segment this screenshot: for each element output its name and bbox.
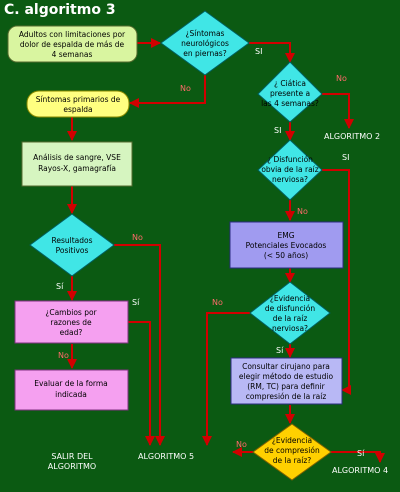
label-si-evidencia: Sí <box>276 346 284 355</box>
endpoint-algoritmo-4: ALGORITMO 4 <box>332 466 388 475</box>
node-compresion-line2: de compresión <box>264 446 320 455</box>
node-consultar-line3: (RM, TC) para definir <box>247 382 325 391</box>
node-evaluar: Evaluar de la forma indicada <box>14 369 129 411</box>
node-emg-line1: EMG <box>277 231 294 240</box>
edge-compresion-alg4 <box>331 451 385 463</box>
label-si-sintomas: SI <box>255 47 262 56</box>
node-ciatica: ¿ Ciática presente a las 4 semanas? <box>257 61 323 123</box>
node-disfuncion-obvia: ¿ Disfunción obvia de la raíz nerviosa? <box>257 139 323 201</box>
node-consultar-line2: elegir método de estudio <box>239 372 334 381</box>
node-disfuncion-line3: nerviosa? <box>272 175 308 184</box>
edge-cambios-alg5 <box>128 321 155 446</box>
node-cambios-line2: razones de <box>50 318 92 327</box>
node-primarios-line1: Síntomas primarios de <box>36 95 121 104</box>
node-cambios-line1: ¿Cambios por <box>45 308 97 317</box>
node-evaluar-line1: Evaluar de la forma <box>34 379 108 388</box>
edge-ciatica-alg2 <box>322 93 354 129</box>
edges <box>67 38 385 463</box>
node-analisis-line2: Rayos-X, gamagrafía <box>38 164 116 173</box>
endpoint-salir-line1: SALIR DEL <box>51 452 93 461</box>
node-sintomas-primarios: Síntomas primarios de espalda <box>26 90 130 118</box>
node-evid-disf-line3: de la raíz <box>273 314 308 323</box>
edge-resultados-alg5 <box>114 244 165 446</box>
node-evaluar-line2: indicada <box>55 390 87 399</box>
diagram-title: C. algoritmo 3 <box>4 2 116 18</box>
node-consultar-line4: compresión de la raíz <box>246 392 327 401</box>
edge-evidencia-alg5 <box>202 312 250 446</box>
label-no-compresion: No <box>236 440 247 449</box>
node-evidencia-disfuncion: ¿Evidencia de disfunción de la raíz nerv… <box>249 281 331 345</box>
branch-labels: SI No No SI SI No No Sí Sí No No Sí No S… <box>56 47 365 458</box>
node-sintomas-line3: en piernas? <box>183 49 226 58</box>
label-no-evidencia: No <box>212 298 223 307</box>
node-adultos-line1: Adultos con limitaciones por <box>19 30 126 39</box>
node-adultos-line2: dolor de espalda de más de <box>20 40 125 49</box>
edge-sintomas-ciatica <box>249 42 295 63</box>
endpoint-algoritmo-5: ALGORITMO 5 <box>138 452 194 461</box>
label-no-ciatica: No <box>336 74 347 83</box>
node-consultar-line1: Consultar cirujano para <box>242 362 330 371</box>
label-si-disfuncion: SI <box>342 153 349 162</box>
node-adultos: Adultos con limitaciones por dolor de es… <box>7 25 138 63</box>
endpoints: ALGORITMO 2 ALGORITMO 4 ALGORITMO 5 SALI… <box>48 132 388 475</box>
node-evid-disf-line2: de disfunción <box>265 304 315 313</box>
node-analisis-line1: Análisis de sangre, VSE <box>33 153 121 162</box>
label-no-sintomas: No <box>180 84 191 93</box>
label-si-cambios: Sí <box>132 298 140 307</box>
node-evidencia-compresion: ¿Evidencia de compresión de la raíz? <box>252 423 332 481</box>
endpoint-algoritmo-2: ALGORITMO 2 <box>324 132 380 141</box>
node-compresion-line1: ¿Evidencia <box>272 436 312 445</box>
label-no-disfuncion: No <box>297 207 308 216</box>
label-no-cambios: No <box>58 351 69 360</box>
label-no-resultados: No <box>132 233 143 242</box>
label-si-resultados: Sí <box>56 282 64 291</box>
node-disfuncion-line1: ¿ Disfunción <box>267 155 313 164</box>
node-evid-disf-line4: nerviosa? <box>272 324 308 333</box>
node-compresion-line3: de la raíz? <box>273 456 312 465</box>
node-evid-disf-line1: ¿Evidencia <box>270 294 310 303</box>
node-emg-line3: (< 50 años) <box>264 251 308 260</box>
node-sintomas-line2: neurológicos <box>181 39 229 48</box>
node-adultos-line3: 4 semanas <box>52 50 93 59</box>
node-disfuncion-line2: obvia de la raíz <box>261 165 318 174</box>
node-cambios-line3: edad? <box>60 328 83 337</box>
endpoint-salir-line2: ALGORITMO <box>48 462 96 471</box>
node-emg-line2: Potenciales Evocados <box>246 241 327 250</box>
node-resultados-positivos: Resultados Positivos <box>29 213 115 277</box>
label-si-ciatica: SI <box>274 126 281 135</box>
edge-sintomas-primarios <box>129 75 206 108</box>
edge-disfuncion-consultar <box>322 169 351 395</box>
node-analisis: Análisis de sangre, VSE Rayos-X, gamagra… <box>21 141 133 187</box>
node-primarios-line2: espalda <box>63 105 92 114</box>
node-cambios-edad: ¿Cambios por razones de edad? <box>14 300 129 344</box>
node-resultados-line1: Resultados <box>51 236 92 245</box>
node-ciatica-line1: ¿ Ciática <box>274 79 306 88</box>
node-ciatica-line3: las 4 semanas? <box>261 99 319 108</box>
node-ciatica-line2: presente a <box>270 89 310 98</box>
node-consultar-cirujano: Consultar cirujano para elegir método de… <box>230 357 343 405</box>
node-sintomas-line1: ¿Síntomas <box>186 29 225 38</box>
node-emg: EMG Potenciales Evocados (< 50 años) <box>229 221 344 269</box>
node-resultados-line2: Positivos <box>56 246 89 255</box>
label-si-compresion: Sí <box>357 449 365 458</box>
node-sintomas-neurologicos: ¿Síntomas neurológicos en piernas? <box>160 10 250 76</box>
